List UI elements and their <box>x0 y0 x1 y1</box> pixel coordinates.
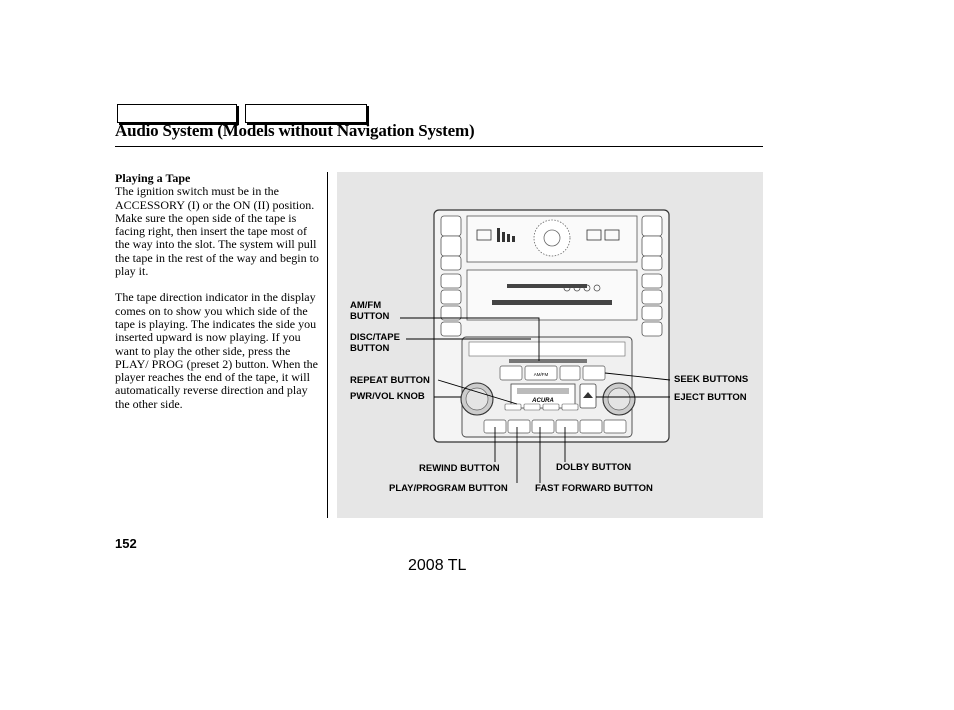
paragraph-2: The tape direction indicator in the disp… <box>115 290 318 411</box>
header-tab-1 <box>117 104 237 123</box>
pwrvol-callout: PWR/VOL KNOB <box>350 391 425 402</box>
body-text: Playing a Tape The ignition switch must … <box>115 171 323 424</box>
header-tab-2 <box>245 104 367 123</box>
repeat-callout: REPEAT BUTTON <box>350 375 430 386</box>
audio-panel-figure: AM/FM ACURA <box>337 172 763 518</box>
play-callout: PLAY/PROGRAM BUTTON <box>389 483 508 494</box>
disctape-callout: DISC/TAPE BUTTON <box>350 332 400 354</box>
section-heading: Playing a Tape <box>115 171 191 185</box>
panel-amfm-text: AM/FM <box>534 372 549 377</box>
page-title: Audio System (Models without Navigation … <box>115 121 475 140</box>
paragraph-1: The ignition switch must be in the ACCES… <box>115 184 319 279</box>
rewind-callout: REWIND BUTTON <box>419 463 500 474</box>
panel-brand-text: ACURA <box>531 398 554 404</box>
amfm-callout: AM/FM BUTTON <box>350 300 390 322</box>
dolby-callout: DOLBY BUTTON <box>556 462 632 473</box>
seek-callout: SEEK BUTTONS <box>674 374 749 385</box>
eject-callout: EJECT BUTTON <box>674 392 747 403</box>
audio-panel-diagram: AM/FM ACURA <box>400 209 671 483</box>
column-divider <box>327 172 328 518</box>
title-rule <box>115 146 763 147</box>
page-number: 152 <box>115 536 137 551</box>
ffwd-callout: FAST FORWARD BUTTON <box>535 483 653 494</box>
footer-model: 2008 TL <box>408 557 467 574</box>
